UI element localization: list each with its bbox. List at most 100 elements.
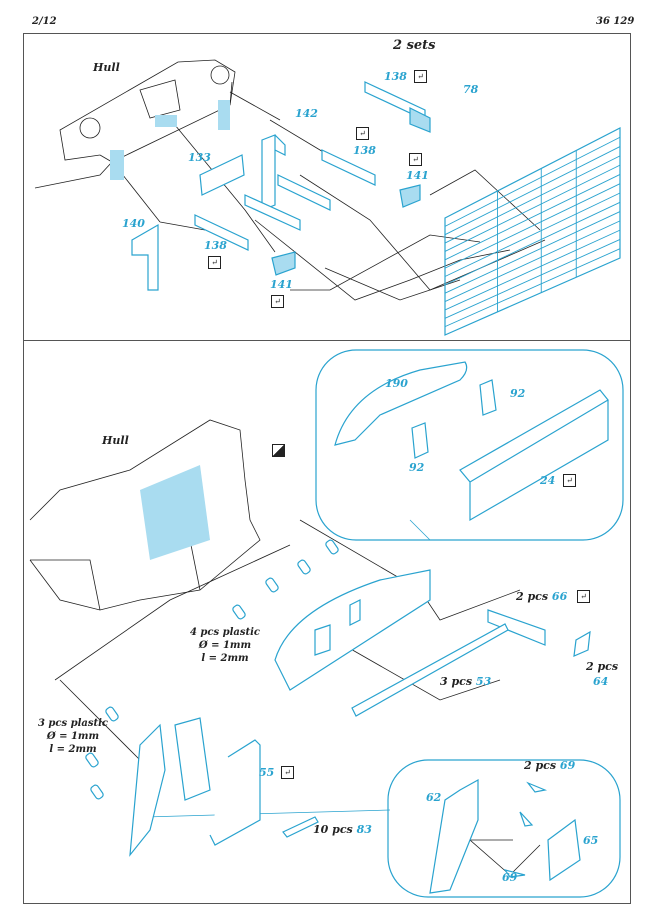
part-label-66: 2 pcs 66: [516, 591, 567, 603]
note-line: l = 2mm: [49, 744, 97, 755]
qty: 10 pcs: [313, 823, 353, 836]
callout-pointer: [144, 809, 391, 818]
bend-check-icon: ↵: [577, 590, 590, 603]
part-55: [209, 739, 261, 846]
hull-top: [34, 59, 236, 189]
grille-part: [444, 127, 621, 336]
plastic-rod: [232, 604, 246, 620]
part-138-b: [194, 214, 249, 251]
part-65: [547, 818, 581, 882]
leader-line: [429, 169, 541, 231]
part-label-65: 65: [583, 834, 599, 847]
leader-line: [468, 839, 541, 876]
hull-edge: [30, 539, 201, 611]
callout-pointer: [409, 519, 431, 541]
part-label-24: 24: [540, 474, 556, 487]
plastic-rod: [105, 706, 119, 722]
paint-zone: [155, 115, 177, 127]
leader-line: [229, 91, 281, 121]
part-133: [199, 154, 245, 196]
qty: 3 pcs: [440, 675, 473, 688]
part-qty-64: 2 pcs: [586, 660, 619, 673]
leader-line: [254, 219, 511, 301]
grille-slat: [444, 239, 621, 319]
part-label-190: 190: [385, 377, 408, 390]
note-line: l = 2mm: [201, 653, 249, 664]
part-number: 69: [559, 759, 576, 772]
part-65-assembled: [174, 717, 211, 801]
grille-slat: [444, 229, 621, 311]
bend-check-icon: ↵: [356, 127, 369, 140]
part-69-b: [519, 811, 534, 827]
part-190-assembly: [274, 569, 431, 691]
hull-light: [210, 65, 230, 85]
bend-check-icon: ↵: [281, 766, 294, 779]
paint-zone: [218, 100, 230, 130]
part-label-53: 3 pcs 53: [440, 676, 491, 688]
part-92-b: [411, 422, 429, 459]
part-label-92: 92: [409, 461, 425, 474]
part-138-a: [321, 149, 376, 186]
plastic-rod: [90, 784, 104, 800]
part-92-assembled: [314, 599, 361, 656]
grille-slat: [444, 183, 621, 269]
part-label-78: 78: [463, 83, 479, 96]
part-55-base: [129, 723, 166, 857]
bend-check-icon: ↵: [208, 256, 221, 269]
part-140: [131, 223, 159, 291]
hull-label-bottom: Hull: [102, 434, 129, 447]
grille-slat: [444, 164, 621, 252]
part-label-62: 62: [426, 791, 442, 804]
kit-code: 36 129: [596, 16, 635, 27]
part-label-138: 138: [353, 144, 376, 157]
part-number: 53: [475, 675, 492, 688]
part-label-138: 138: [204, 239, 227, 252]
part-62: [429, 778, 479, 894]
hull-light: [79, 117, 101, 139]
grille-slat: [444, 136, 621, 227]
part-141-b: [271, 251, 296, 276]
part-label-141: 141: [406, 169, 429, 182]
plastic-rod: [297, 559, 311, 575]
paint-zone: [140, 465, 210, 560]
part-number: 66: [551, 590, 568, 603]
part-142: [261, 134, 286, 211]
part-78: [409, 107, 431, 133]
grille-slat: [444, 174, 621, 261]
note-line: Ø = 1mm: [198, 640, 252, 651]
sets-label: 2 sets: [393, 38, 436, 53]
bend-check-icon: ↵: [409, 153, 422, 166]
detail-callout-top: [315, 349, 624, 541]
part-label-133: 133: [188, 151, 211, 164]
part-label-64: 64: [593, 675, 609, 688]
paint-icon: [272, 444, 285, 457]
part-141-a: [399, 184, 421, 208]
leader-line: [54, 519, 521, 761]
part-label-142: 142: [295, 107, 318, 120]
part-24: [459, 389, 609, 522]
plastic-rod: [265, 577, 279, 593]
part-label-140: 140: [122, 217, 145, 230]
bend-check-icon: ↵: [563, 474, 576, 487]
qty: 2 pcs: [516, 590, 549, 603]
part-66: [487, 609, 546, 646]
plastic-rod: [85, 752, 99, 768]
part-label-92: 92: [510, 387, 526, 400]
part-190: [334, 361, 468, 446]
paint-zone: [110, 150, 124, 180]
grille-slats: [444, 136, 621, 328]
plastic-rod: [325, 539, 339, 555]
hull-fitting: [139, 79, 181, 119]
part-label-141: 141: [270, 278, 293, 291]
part-92-a: [479, 379, 497, 416]
part-69-a: [526, 781, 548, 793]
grille-slat: [444, 220, 621, 302]
note-line: 3 pcs plastic: [37, 718, 109, 729]
bend-check-icon: ↵: [271, 295, 284, 308]
bottom-panel: [23, 340, 631, 904]
part-label-55: 55: [259, 766, 275, 779]
part-label-138: 138: [384, 70, 407, 83]
note-line: 4 pcs plastic: [189, 627, 261, 638]
grille-slat: [444, 248, 621, 328]
